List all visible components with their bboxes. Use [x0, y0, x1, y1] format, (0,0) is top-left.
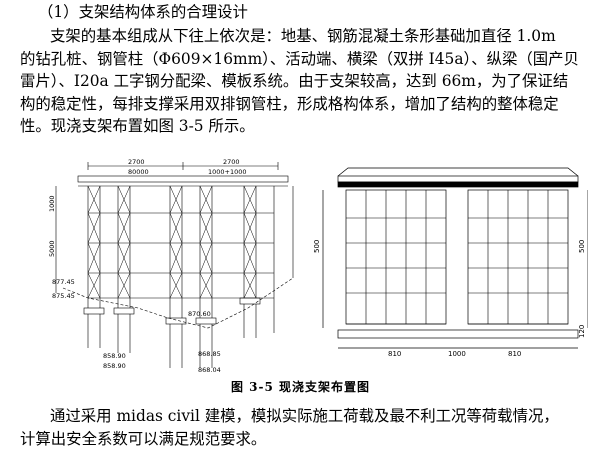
dim-label: 2700 [223, 158, 240, 166]
paragraph-1-line: 雷片）、I20a 工字钢分配梁、模板系统。由于支架较高，达到 66m，为了保证结 [20, 72, 569, 90]
elevation-label: 868.85 [198, 350, 221, 358]
support-elevation-drawing: 2700 2700 80000 1000+1000 1000 5000 877.… [48, 158, 588, 374]
elevation-label: 858.90 [103, 362, 126, 370]
tiny-label: 80000 [128, 168, 149, 176]
paragraph-1-line: 的钻孔桩、钢管柱（Φ609×16mm）、活动端、横梁（双拼 I45a）、纵梁（国… [20, 49, 579, 68]
elevation-label: 875.45 [52, 292, 75, 300]
elevation-label: 868.04 [198, 366, 221, 374]
paragraph-1-line: 构的稳定性，每排支撑采用双排钢管柱，形成格构体系，增加了结构的整体稳定 [20, 94, 559, 113]
elevation-label: 870.60 [188, 310, 211, 318]
paragraph-2: 通过采用 midas civil 建模，模拟实际施工荷载及最不利工况等荷载情况，… [20, 405, 585, 450]
paragraph-2-line: 计算出安全系数可以满足规范要求。 [20, 429, 267, 448]
side-dim-label: 120 [578, 325, 586, 338]
bottom-dim-label: 810 [388, 350, 401, 358]
paragraph-1-line: 性。现浇支架布置如图 3-5 所示。 [20, 117, 255, 135]
figure-3-5: 2700 2700 80000 1000+1000 1000 5000 877.… [48, 158, 588, 376]
bottom-dim-label: 810 [508, 350, 521, 358]
section-heading: （1）支架结构体系的合理设计 [38, 3, 248, 21]
tiny-label: 5000 [48, 240, 56, 257]
dim-label: 2700 [128, 158, 145, 166]
paragraph-2-line: 通过采用 midas civil 建模，模拟实际施工荷载及最不利工况等荷载情况， [50, 407, 559, 425]
tiny-label: 1000 [48, 195, 56, 212]
side-dim-label: 500 [578, 240, 586, 253]
elevation-label: 858.90 [103, 352, 126, 360]
paragraph-1-line: 支架的基本组成从下往上依次是：地基、钢筋混凝土条形基础加直径 1.0m [50, 27, 556, 45]
figure-caption: 图 3-5 现浇支架布置图 [230, 380, 371, 394]
side-dim-label: 500 [313, 240, 321, 253]
tiny-label: 1000+1000 [208, 168, 247, 176]
paragraph-1: 支架的基本组成从下往上依次是：地基、钢筋混凝土条形基础加直径 1.0m 的钻孔桩… [20, 25, 585, 138]
elevation-label: 877.45 [52, 278, 75, 286]
bottom-dim-label: 1000 [448, 350, 466, 358]
